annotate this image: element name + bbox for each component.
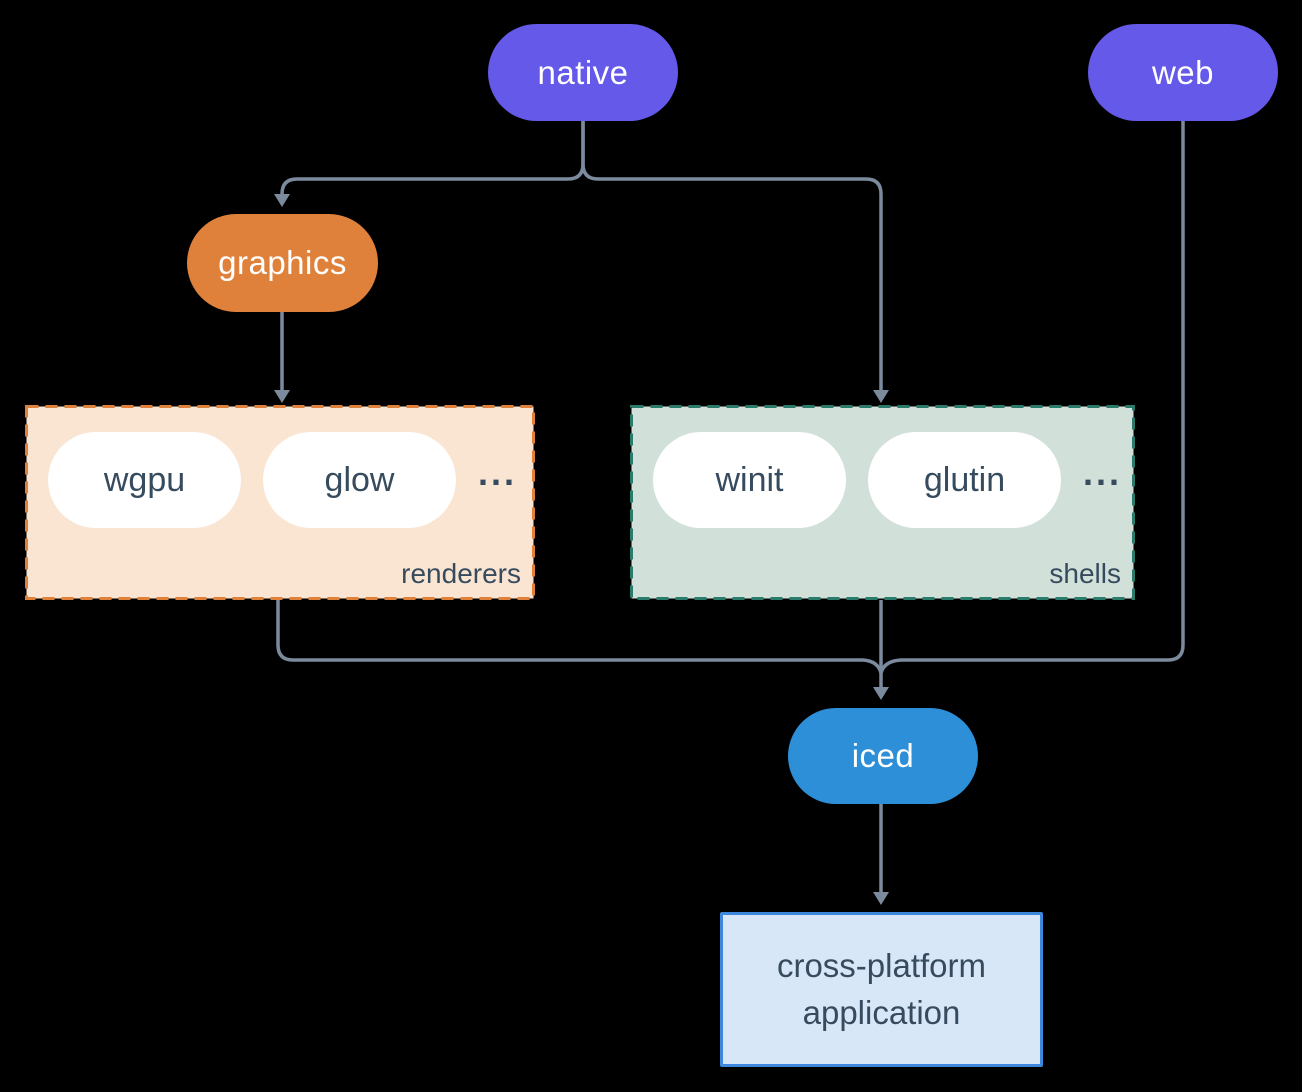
node-glow-label: glow [324, 460, 395, 499]
renderers-ellipsis: ... [478, 452, 518, 493]
renderers-group-label: renderers [401, 558, 521, 589]
app-label: cross-platform application [776, 946, 987, 1031]
node-native: native [488, 24, 678, 121]
node-wgpu: wgpu [48, 432, 241, 528]
node-winit: winit [653, 432, 846, 528]
renderers-group: wgpu glow ... renderers [25, 405, 535, 600]
node-glutin-label: glutin [923, 460, 1006, 499]
renderers-items: wgpu glow ... [25, 405, 535, 528]
node-native-label: native [537, 53, 629, 91]
edge-native-shells [581, 120, 889, 403]
node-wgpu-label: wgpu [103, 460, 186, 499]
shells-items: winit glutin ... [630, 405, 1135, 528]
node-glow: glow [263, 432, 456, 528]
node-graphics-label: graphics [218, 244, 347, 281]
node-winit-label: winit [715, 460, 784, 499]
node-iced: iced [788, 708, 978, 804]
cross-platform-application-box: cross-platform application [720, 912, 1043, 1067]
edge-web-merge [879, 121, 1185, 674]
node-web-label: web [1151, 53, 1215, 91]
node-glutin: glutin [868, 432, 1061, 528]
node-iced-label: iced [851, 737, 915, 774]
shells-ellipsis: ... [1083, 452, 1123, 493]
shells-group: winit glutin ... shells [630, 405, 1135, 600]
shells-group-label: shells [1049, 558, 1121, 589]
edge-renderers-merge [276, 600, 883, 674]
node-graphics: graphics [187, 214, 378, 312]
edge-native-graphics [274, 120, 585, 207]
node-web: web [1088, 24, 1278, 121]
